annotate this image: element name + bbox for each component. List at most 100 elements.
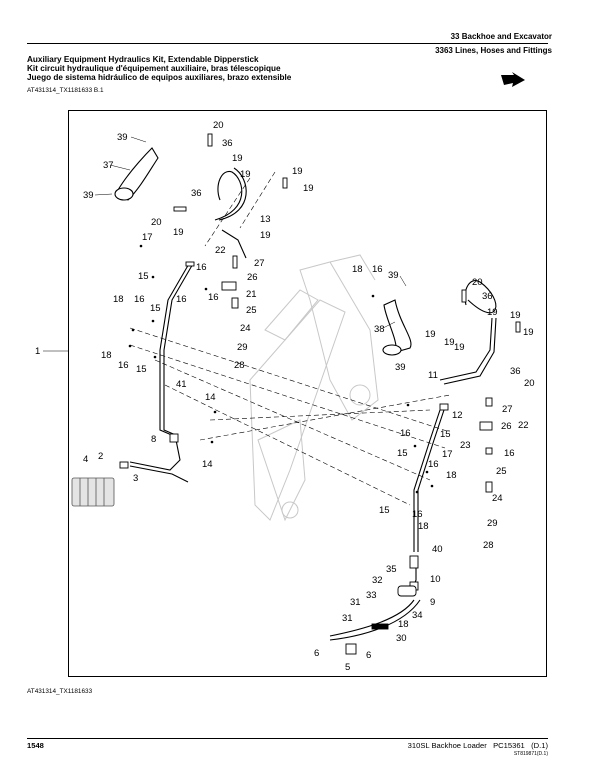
callout: 23 <box>460 440 471 451</box>
callout: 19 <box>444 337 455 348</box>
callout: 14 <box>202 459 213 470</box>
reference-dash-lines <box>129 171 451 506</box>
callout: 15 <box>397 448 408 459</box>
callout: 10 <box>430 574 441 585</box>
callout: 20 <box>213 120 224 131</box>
callout: 39 <box>388 270 399 281</box>
callout: 19 <box>523 327 534 338</box>
page-title-es: Juego de sistema hidráulico de equipos a… <box>27 73 292 82</box>
callout: 19 <box>240 169 251 180</box>
callout: 9 <box>430 597 435 608</box>
callout: 19 <box>292 166 303 177</box>
callout: 27 <box>254 258 265 269</box>
callout: 19 <box>425 329 436 340</box>
footer-code: ST819871(D.1) <box>513 751 548 757</box>
section-title: 33 Backhoe and Excavator <box>450 32 552 41</box>
callout: 22 <box>518 420 529 431</box>
callout: 19 <box>173 227 184 238</box>
callout: 19 <box>260 230 271 241</box>
footer-revision: (D.1) <box>531 741 548 750</box>
page-title-en: Auxiliary Equipment Hydraulics Kit, Exte… <box>27 55 259 64</box>
callout: 3 <box>133 473 138 484</box>
page-title-fr: Kit circuit hydraulique d'équipement aux… <box>27 64 281 73</box>
callout: 11 <box>428 370 438 381</box>
callout: 24 <box>240 323 251 334</box>
callout: 38 <box>374 324 385 335</box>
callout: 28 <box>483 540 494 551</box>
callout: 16 <box>196 262 207 273</box>
callout: 6 <box>366 650 371 661</box>
hose-parts <box>114 147 412 356</box>
callout: 40 <box>432 544 443 555</box>
callout: 18 <box>352 264 363 275</box>
callout: 36 <box>222 138 233 149</box>
callout: 36 <box>191 188 202 199</box>
callout: 21 <box>246 289 257 300</box>
callout: 20 <box>151 217 162 228</box>
callout: 35 <box>386 564 397 575</box>
callout: 17 <box>442 449 453 460</box>
subsection-title: 3363 Lines, Hoses and Fittings <box>435 46 552 55</box>
header-rule <box>27 43 548 44</box>
callout: 31 <box>342 613 353 624</box>
callout: 19 <box>510 310 521 321</box>
callout: 19 <box>303 183 314 194</box>
callout: 15 <box>138 271 149 282</box>
callout: 13 <box>260 214 271 225</box>
callout: 19 <box>454 342 465 353</box>
callout: 1 <box>35 346 40 357</box>
callout: 12 <box>452 410 463 421</box>
footer-rule <box>27 738 548 739</box>
illustration-reference-bottom: AT431314_TX1181633 <box>27 688 93 695</box>
callout: 16 <box>400 428 411 439</box>
callout: 20 <box>524 378 535 389</box>
callout: 33 <box>366 590 377 601</box>
callout: 39 <box>117 132 128 143</box>
illustration-frame <box>68 110 547 677</box>
callout: 16 <box>176 294 187 305</box>
callout: 17 <box>142 232 153 243</box>
marker-dots <box>128 244 434 494</box>
callout: 16 <box>134 294 145 305</box>
callout: 14 <box>205 392 216 403</box>
callout: 29 <box>237 342 248 353</box>
callout: 18 <box>101 350 112 361</box>
callout: 15 <box>136 364 147 375</box>
callout: 26 <box>247 272 258 283</box>
callout: 25 <box>246 305 257 316</box>
callout: 37 <box>103 160 114 171</box>
callout: 8 <box>151 434 156 445</box>
callout: 36 <box>510 366 521 377</box>
callout: 31 <box>350 597 361 608</box>
callout: 29 <box>487 518 498 529</box>
front-direction-arrow-icon <box>500 72 526 93</box>
callout: 18 <box>113 294 124 305</box>
callout: 18 <box>398 619 409 630</box>
callout: 26 <box>501 421 512 432</box>
callout: 15 <box>150 303 161 314</box>
footer-product: 310SL Backhoe Loader <box>407 741 487 750</box>
callout: 28 <box>234 360 245 371</box>
footer-product-line: 310SL Backhoe Loader PC15361 (D.1) <box>394 741 548 750</box>
callout: 16 <box>372 264 383 275</box>
backhoe-boom-outline <box>249 254 379 522</box>
leader-lines <box>43 136 407 352</box>
callout: 19 <box>232 153 243 164</box>
callout: 18 <box>418 521 429 532</box>
callout: 19 <box>487 307 498 318</box>
callout: 30 <box>396 633 407 644</box>
callout: 16 <box>118 360 129 371</box>
callout: 18 <box>446 470 457 481</box>
callout: 16 <box>208 292 219 303</box>
callout: 34 <box>412 610 423 621</box>
callout: 22 <box>215 245 226 256</box>
callout: 27 <box>502 404 513 415</box>
callout: 2 <box>98 451 103 462</box>
callout: 24 <box>492 493 503 504</box>
callout-labels: 39 37 39 20 36 19 19 19 19 36 13 20 19 1… <box>35 120 535 673</box>
fittings <box>119 133 521 655</box>
callout: 32 <box>372 575 383 586</box>
callout: 16 <box>428 459 439 470</box>
callout: 39 <box>83 190 94 201</box>
callout: 15 <box>379 505 390 516</box>
